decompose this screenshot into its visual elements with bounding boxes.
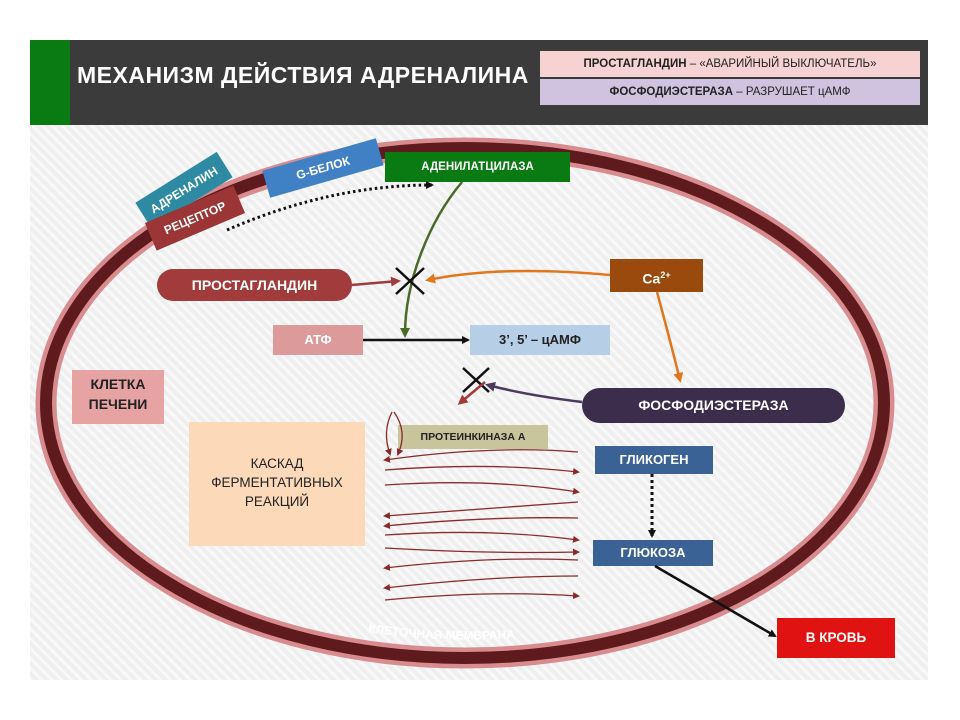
membrane-inner [40,142,890,664]
atp-label: АТФ [304,332,332,347]
kinase-arc-right [393,411,404,456]
cascade-arrow-6 [384,531,580,543]
camp-to-kinase-arrow [457,381,486,405]
prostaglandin-label: ПРОСТАГЛАНДИН [191,277,318,293]
cascade-arrow-8 [383,558,579,571]
prostaglandin-box [157,269,352,301]
glucose-to-blood-arrow [654,564,777,638]
ca-to-cyclase-arrow [425,269,611,284]
cascade-arrow-1 [383,449,579,463]
cascade-label: КАСКАД ФЕРМЕНТАТИВНЫХ РЕАКЦИЙ [189,454,365,511]
camp-label: 3’, 5’ – цАМФ [499,332,581,347]
receptor-box [144,185,246,251]
header-bar: МЕХАНИЗМ ДЕЙСТВИЯ АДРЕНАЛИНА ПРОСТАГЛАНД… [30,40,928,125]
cascade-arrows [383,449,580,601]
note-phosphodiesterase-text: – РАЗРУШАЕТ цАМФ [733,86,851,98]
phosphodiesterase-box [582,388,845,423]
to-blood-box [777,618,895,658]
cascade-arrow-2 [384,465,580,475]
cascade-box [189,422,365,546]
ca-charge: 2+ [660,270,671,280]
cascade-arrow-4 [383,501,579,520]
g-protein-box [262,138,384,198]
adenylate-cyclase-box [385,152,570,182]
cell-label: КЛЕТКА ПЕЧЕНИ [72,374,164,414]
cascade-label-line1: КАСКАД [250,456,304,471]
ca-label: Ca2+ [610,259,703,292]
glucose-label: ГЛЮКОЗА [620,545,686,560]
protein-kinase-label: ПРОТЕИНКИНАЗА А [420,431,526,443]
phosphodiesterase-arrow [485,381,583,404]
cascade-label-line2: ФЕРМЕНТАТИВНЫХ [211,475,343,490]
cascade-arrow-3 [384,482,580,495]
note-prostaglandin: ПРОСТАГЛАНДИН – «АВАРИЙНЫЙ ВЫКЛЮЧАТЕЛЬ» [540,51,920,77]
membrane-label-text: КЛЕТОЧНАЯ МЕМБРАНА [368,621,516,642]
note-phosphodiesterase-term: ФОСФОДИЭСТЕРАЗА [609,86,734,98]
atp-box [273,325,363,355]
glycogen-box [595,446,713,474]
header-accent [30,40,70,125]
adenylate-cyclase-label: АДЕНИЛАТЦИЛАЗА [421,161,534,173]
cascade-label-line3: РЕАКЦИЙ [244,494,310,509]
cell-label-line2: ПЕЧЕНИ [88,396,148,412]
cascade-arrow-7 [384,547,580,556]
membrane-label: КЛЕТОЧНАЯ МЕМБРАНА [368,621,516,642]
cell-label-line1: КЛЕТКА [90,376,146,392]
cascade-arrow-10 [384,592,580,601]
ca-symbol: Ca [642,270,661,287]
glucose-box [593,540,713,566]
slide: МЕХАНИЗМ ДЕЙСТВИЯ АДРЕНАЛИНА ПРОСТАГЛАНД… [30,40,928,680]
diagram-canvas: КЛЕТОЧНАЯ МЕМБРАНА АДРЕНАЛИН РЕЦЕПТОР G-… [35,137,895,669]
block-mark-cyclase [395,267,425,295]
note-phosphodiesterase: ФОСФОДИЭСТЕРАЗА – РАЗРУШАЕТ цАМФ [540,79,920,105]
page-title: МЕХАНИЗМ ДЕЙСТВИЯ АДРЕНАЛИНА [77,62,529,88]
prostaglandin-arrow [351,276,401,287]
cascade-arrow-5 [383,517,579,530]
ca-to-phosphodiesterase-arrow [655,291,684,383]
block-mark-camp [462,367,490,393]
cell-label-box [72,370,164,424]
phosphodiesterase-label: ФОСФОДИЭСТЕРАЗА [638,397,789,413]
ca-box [610,259,703,292]
adrenaline-box [135,151,233,229]
cascade-arrow-9 [383,575,579,591]
note-prostaglandin-text: – «АВАРИЙНЫЙ ВЫКЛЮЧАТЕЛЬ» [686,58,877,70]
adenylate-cyclase-arrow [400,181,463,338]
glycogen-label: ГЛИКОГЕН [619,452,689,467]
note-prostaglandin-term: ПРОСТАГЛАНДИН [583,58,687,70]
protein-kinase-box [398,425,548,449]
camp-box [470,325,610,355]
to-blood-label: В КРОВЬ [805,630,867,645]
kinase-arc-left [385,411,393,456]
